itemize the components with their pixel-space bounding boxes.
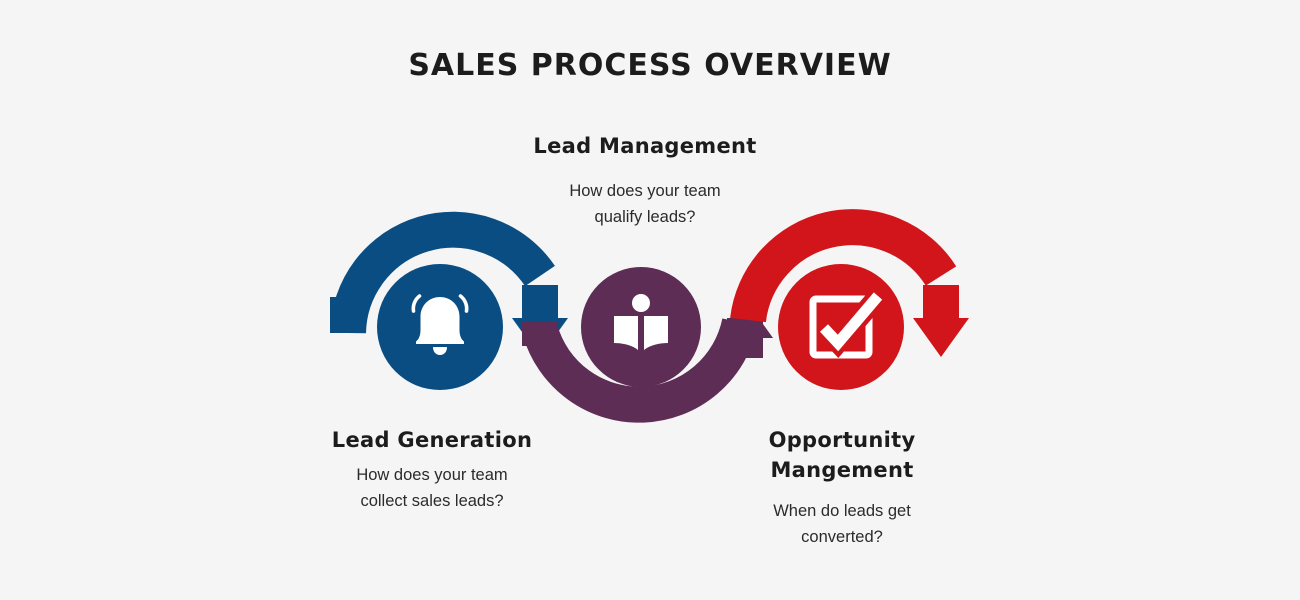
- stage-circle-lead-generation[interactable]: [377, 264, 503, 390]
- stage-circle-opportunity-mangement[interactable]: [778, 264, 904, 390]
- stage-description-line: qualify leads?: [594, 208, 696, 226]
- stage-description-line: When do leads get: [773, 502, 911, 520]
- lead-management-circle[interactable]: [581, 267, 701, 387]
- stage-label-lead-management: Lead Management: [533, 134, 757, 158]
- stage-label-line: Opportunity: [768, 428, 916, 452]
- bell-icon: [411, 294, 469, 355]
- open-book-icon: [614, 294, 668, 350]
- stage-description-line: How does your team: [569, 182, 721, 200]
- page-title: SALES PROCESS OVERVIEW: [408, 48, 892, 83]
- stage-label-lead-generation: Lead Generation: [331, 428, 533, 452]
- stage-description-line: How does your team: [356, 466, 508, 484]
- stage-circle-lead-management[interactable]: [581, 267, 701, 387]
- stage-description-opportunity-mangement: When do leads get converted?: [692, 498, 992, 550]
- stage-description-line: collect sales leads?: [360, 492, 504, 510]
- stage-description-lead-management: How does your team qualify leads?: [495, 178, 795, 230]
- connector-red-arrow: [730, 209, 969, 357]
- checkbox-check-icon: [809, 289, 886, 359]
- stage-description-line: converted?: [801, 528, 883, 546]
- stage-description-lead-generation: How does your team collect sales leads?: [282, 462, 582, 514]
- stage-label-opportunity-mangement: Opportunity Mangement: [692, 425, 992, 485]
- connector-purple-arrow: [522, 299, 773, 423]
- stage-label-line: Mangement: [770, 458, 914, 482]
